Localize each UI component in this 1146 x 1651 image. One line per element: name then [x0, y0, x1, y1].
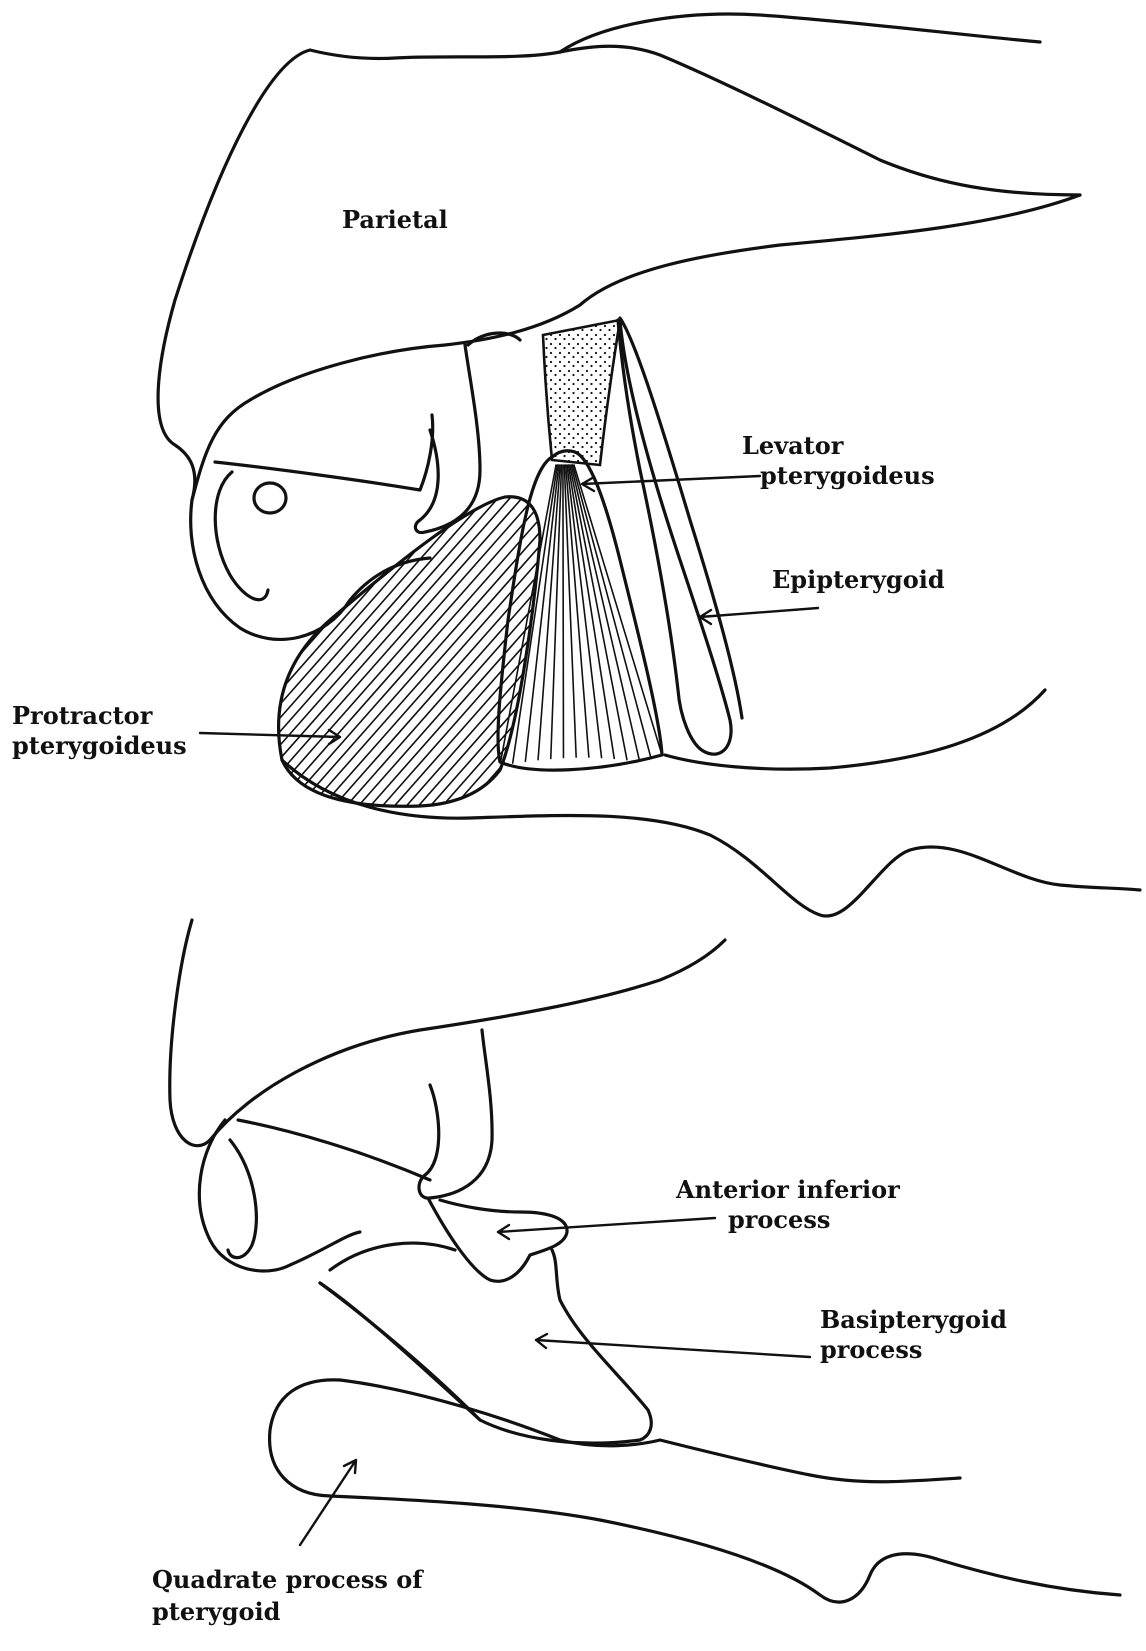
bottom-orbit [199, 1120, 360, 1271]
protractor-hatch-line [190, 480, 490, 820]
levator-fan-line [568, 465, 614, 758]
protractor-hatch-line [22, 480, 322, 820]
levator-fan-line [563, 465, 564, 758]
basipterygoid-lower-edge [320, 1283, 480, 1420]
basipterygoid-arrow [536, 1334, 810, 1357]
label-anterior-inferior-line1: Anterior inferior [676, 1176, 900, 1204]
label-quadrate-line2: pterygoid [152, 1598, 280, 1626]
prootic-hook [468, 333, 520, 345]
protractor-hatch-line [118, 480, 418, 820]
label-protractor-line2: pterygoideus [12, 732, 187, 760]
protractor-hatch-line [346, 480, 646, 820]
protractor-hatch-line [106, 480, 406, 820]
orbit-brow [215, 415, 433, 490]
bottom-curl [228, 1140, 256, 1258]
protractor-hatch-line [82, 480, 382, 820]
protractor-hatch-line [586, 480, 886, 820]
levator-arrow [582, 476, 760, 491]
protractor-hatch-line [238, 480, 538, 820]
protractor-hatch-line [70, 480, 370, 820]
label-epipterygoid: Epipterygoid [772, 566, 945, 594]
protractor-hatch-line [226, 480, 526, 820]
skull-roof-outline [560, 46, 1080, 195]
braincase-curve [665, 690, 1045, 769]
anterior-inferior-arrow [498, 1218, 715, 1239]
stippled-cartilage [543, 320, 620, 465]
bottom-brow [238, 1120, 430, 1180]
protractor-hatch-line [166, 480, 466, 820]
label-basipterygoid-line2: process [820, 1336, 922, 1364]
bottom-prootic-process [419, 1030, 492, 1198]
label-levator-line1: Levator [742, 432, 843, 460]
pterygoid-lower-line [282, 760, 1140, 916]
protractor-hatching [10, 480, 1018, 820]
protractor-hatch-line [214, 480, 514, 820]
label-protractor-line1: Protractor [12, 702, 152, 730]
label-quadrate-line1: Quadrate process of [152, 1566, 423, 1594]
quadrate-arrow [300, 1460, 356, 1545]
levator-fan-line [564, 465, 576, 757]
protractor-hatch-line [466, 480, 766, 820]
prootic-process [415, 345, 480, 533]
label-levator-line2: pterygoideus [760, 462, 935, 490]
epipterygoid-rear [620, 318, 742, 718]
nasal-curl [215, 472, 268, 600]
label-anterior-inferior-line2: process [728, 1206, 830, 1234]
protractor-hatch-line [262, 480, 562, 820]
protractor-hatch-line [202, 480, 502, 820]
parietal-front [158, 50, 560, 500]
protractor-hatch-line [694, 480, 994, 820]
bottom-panel-drawing [170, 920, 1120, 1602]
levator-fan-line [566, 465, 589, 757]
protractor-hatch-line [10, 480, 310, 820]
bottom-roof-curve [210, 940, 725, 1140]
label-parietal: Parietal [342, 206, 448, 234]
anterior-inferior-process-outline [428, 1198, 567, 1281]
protractor-hatch-line [94, 480, 394, 820]
protractor-hatch-line [130, 480, 430, 820]
orbit-edge [191, 400, 430, 639]
epipterygoid-outline [618, 320, 731, 754]
protractor-hatch-line [58, 480, 358, 820]
foramen-circle [254, 483, 286, 513]
label-basipterygoid-line1: Basipterygoid [820, 1306, 1007, 1334]
levator-fan-lines [500, 465, 665, 765]
bottom-skull-front [170, 920, 210, 1146]
top-panel-drawing [10, 14, 1140, 916]
